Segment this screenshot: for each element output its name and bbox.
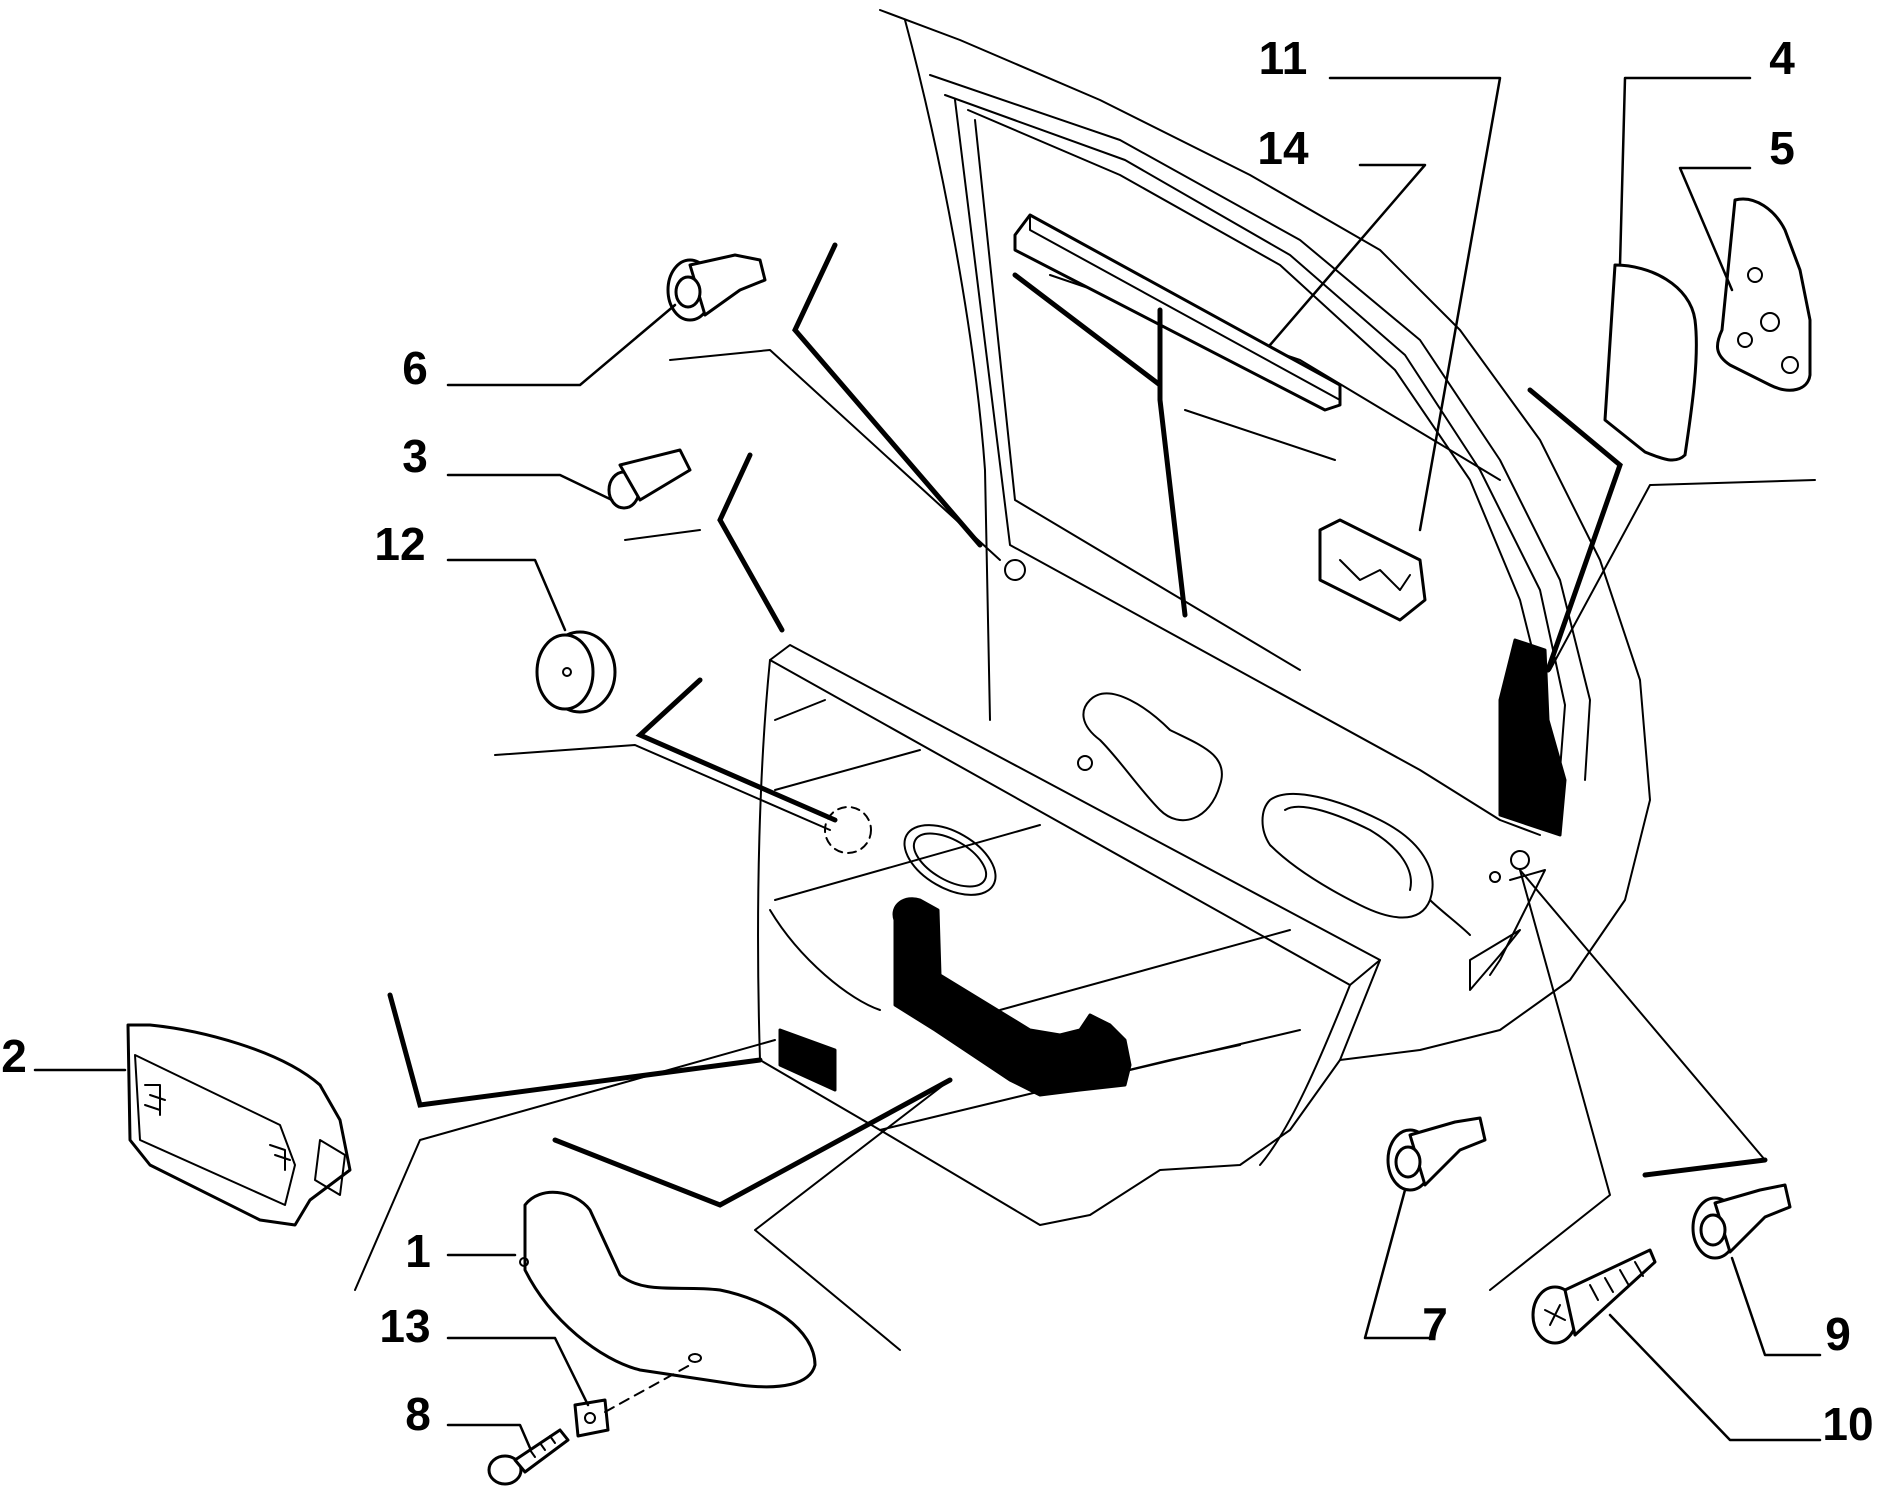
part-8-screw — [487, 1428, 570, 1486]
part-13-nut — [573, 1364, 691, 1438]
part-4-trim-cover — [1603, 263, 1698, 462]
callout-3: 3 — [402, 430, 428, 482]
inner-panel — [757, 644, 1546, 1226]
part-1-handle — [519, 1190, 817, 1389]
callout-labels: 1 2 3 4 5 6 7 8 9 10 11 12 13 14 — [1, 32, 1873, 1450]
part-2-lamp — [126, 1023, 352, 1227]
callout-6: 6 — [402, 342, 428, 394]
part-7-fastener — [1386, 1116, 1487, 1192]
callout-14: 14 — [1257, 122, 1309, 174]
callout-4: 4 — [1769, 32, 1795, 84]
part-3-bolt — [607, 448, 692, 510]
part-10-screw — [1531, 1248, 1657, 1345]
callout-2: 2 — [1, 1030, 27, 1082]
callout-9: 9 — [1825, 1308, 1851, 1360]
callout-13: 13 — [379, 1300, 430, 1352]
label-patch-dark — [778, 1028, 837, 1092]
callout-5: 5 — [1769, 122, 1795, 174]
callout-8: 8 — [405, 1388, 431, 1440]
part-5-bracket — [1716, 197, 1812, 392]
leader-lines — [33, 76, 1822, 1450]
reference-brackets — [387, 242, 1768, 1208]
part-9-fastener — [1691, 1183, 1792, 1260]
reference-lines — [354, 349, 1816, 1351]
callout-12: 12 — [374, 518, 425, 570]
part-14-strip — [1013, 213, 1342, 412]
callout-7: 7 — [1422, 1298, 1448, 1350]
door-shell — [879, 9, 1651, 1061]
callout-11: 11 — [1259, 32, 1308, 84]
part-12-plug — [535, 630, 617, 714]
callout-10: 10 — [1822, 1398, 1873, 1450]
seal-pad-dark-area — [1498, 638, 1567, 837]
part-11-clip — [1318, 518, 1427, 622]
callout-1: 1 — [405, 1225, 431, 1277]
handle-recess-dark — [892, 897, 1132, 1097]
part-6-fastener — [666, 253, 767, 322]
